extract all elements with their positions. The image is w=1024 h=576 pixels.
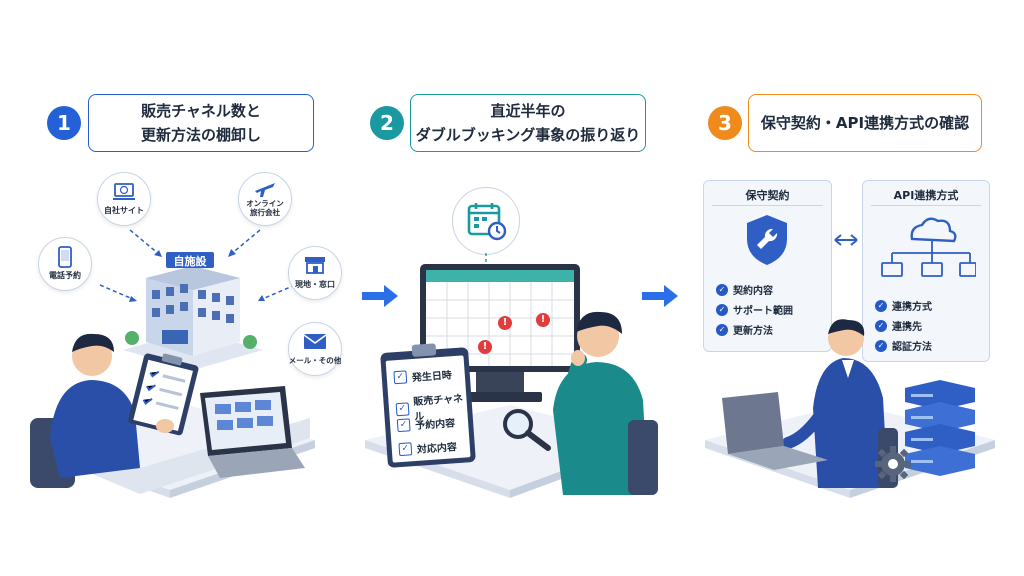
incident-checklist: ✓発生日時 ✓販売チャネル ✓予約内容 ✓対応内容 <box>380 343 476 468</box>
api-item: ✓認証方法 <box>875 338 932 353</box>
arrow-right-icon <box>642 285 678 307</box>
contract-item: ✓サポート範囲 <box>716 302 793 317</box>
channel-label-counter: 現地・窓口 <box>295 280 335 289</box>
channel-label-website: 自社サイト <box>104 206 144 215</box>
double-arrow-icon <box>834 234 858 246</box>
alert-icon: ! <box>478 340 492 354</box>
phone-bubble: 電話予約 <box>38 237 92 291</box>
api-card: API連携方式 ✓連携方式 ✓連携先 ✓認証方法 <box>862 180 990 362</box>
server-stack-icon <box>905 380 975 476</box>
contract-card: 保守契約 ✓契約内容 ✓サポート範囲 ✓更新方法 <box>703 180 832 352</box>
shop-icon <box>305 257 325 274</box>
channel-label-ota: オンライン 旅行会社 <box>246 199 284 217</box>
contract-item: ✓更新方法 <box>716 322 773 337</box>
gear-icon <box>875 446 911 482</box>
thinking-person <box>553 311 658 495</box>
api-title: API連携方式 <box>893 189 959 202</box>
counter-bubble: 現地・窓口 <box>288 246 342 300</box>
channel-label-mail: メール・その他 <box>288 356 342 365</box>
channel-connectors <box>99 229 296 302</box>
step-1-title: 販売チャネル数と 更新方法の棚卸し <box>88 94 314 152</box>
cloud-network-icon <box>881 217 976 277</box>
step-1-number: 1 <box>47 106 81 140</box>
step-3-number: 3 <box>708 106 742 140</box>
shield-wrench-icon <box>747 215 787 265</box>
magnifier-icon <box>503 409 551 451</box>
alert-icon: ! <box>536 313 550 327</box>
step-2-title: 直近半年の ダブルブッキング事象の振り返り <box>410 94 646 152</box>
contract-item: ✓契約内容 <box>716 282 773 297</box>
alert-icon: ! <box>498 316 512 330</box>
api-item: ✓連携先 <box>875 318 922 333</box>
mail-icon <box>303 334 327 349</box>
mail-bubble: メール・その他 <box>288 322 342 376</box>
facility-sign: 自施設 <box>173 255 207 268</box>
calendar-bubble <box>452 187 520 255</box>
laptop-icon <box>113 183 135 200</box>
airplane-icon <box>255 183 275 197</box>
person-with-laptop <box>722 319 898 488</box>
step-2-number: 2 <box>370 106 404 140</box>
ota-bubble: オンライン 旅行会社 <box>238 172 292 226</box>
person-with-clipboard <box>30 333 310 494</box>
api-item: ✓連携方式 <box>875 298 932 313</box>
contract-title: 保守契約 <box>745 189 790 202</box>
calendar-clock-icon <box>467 203 507 241</box>
arrow-right-icon <box>362 285 398 307</box>
step-3-title: 保守契約・API連携方式の確認 <box>748 94 982 152</box>
website-bubble: 自社サイト <box>97 172 151 226</box>
channel-label-phone: 電話予約 <box>49 271 81 280</box>
phone-icon <box>58 246 72 268</box>
